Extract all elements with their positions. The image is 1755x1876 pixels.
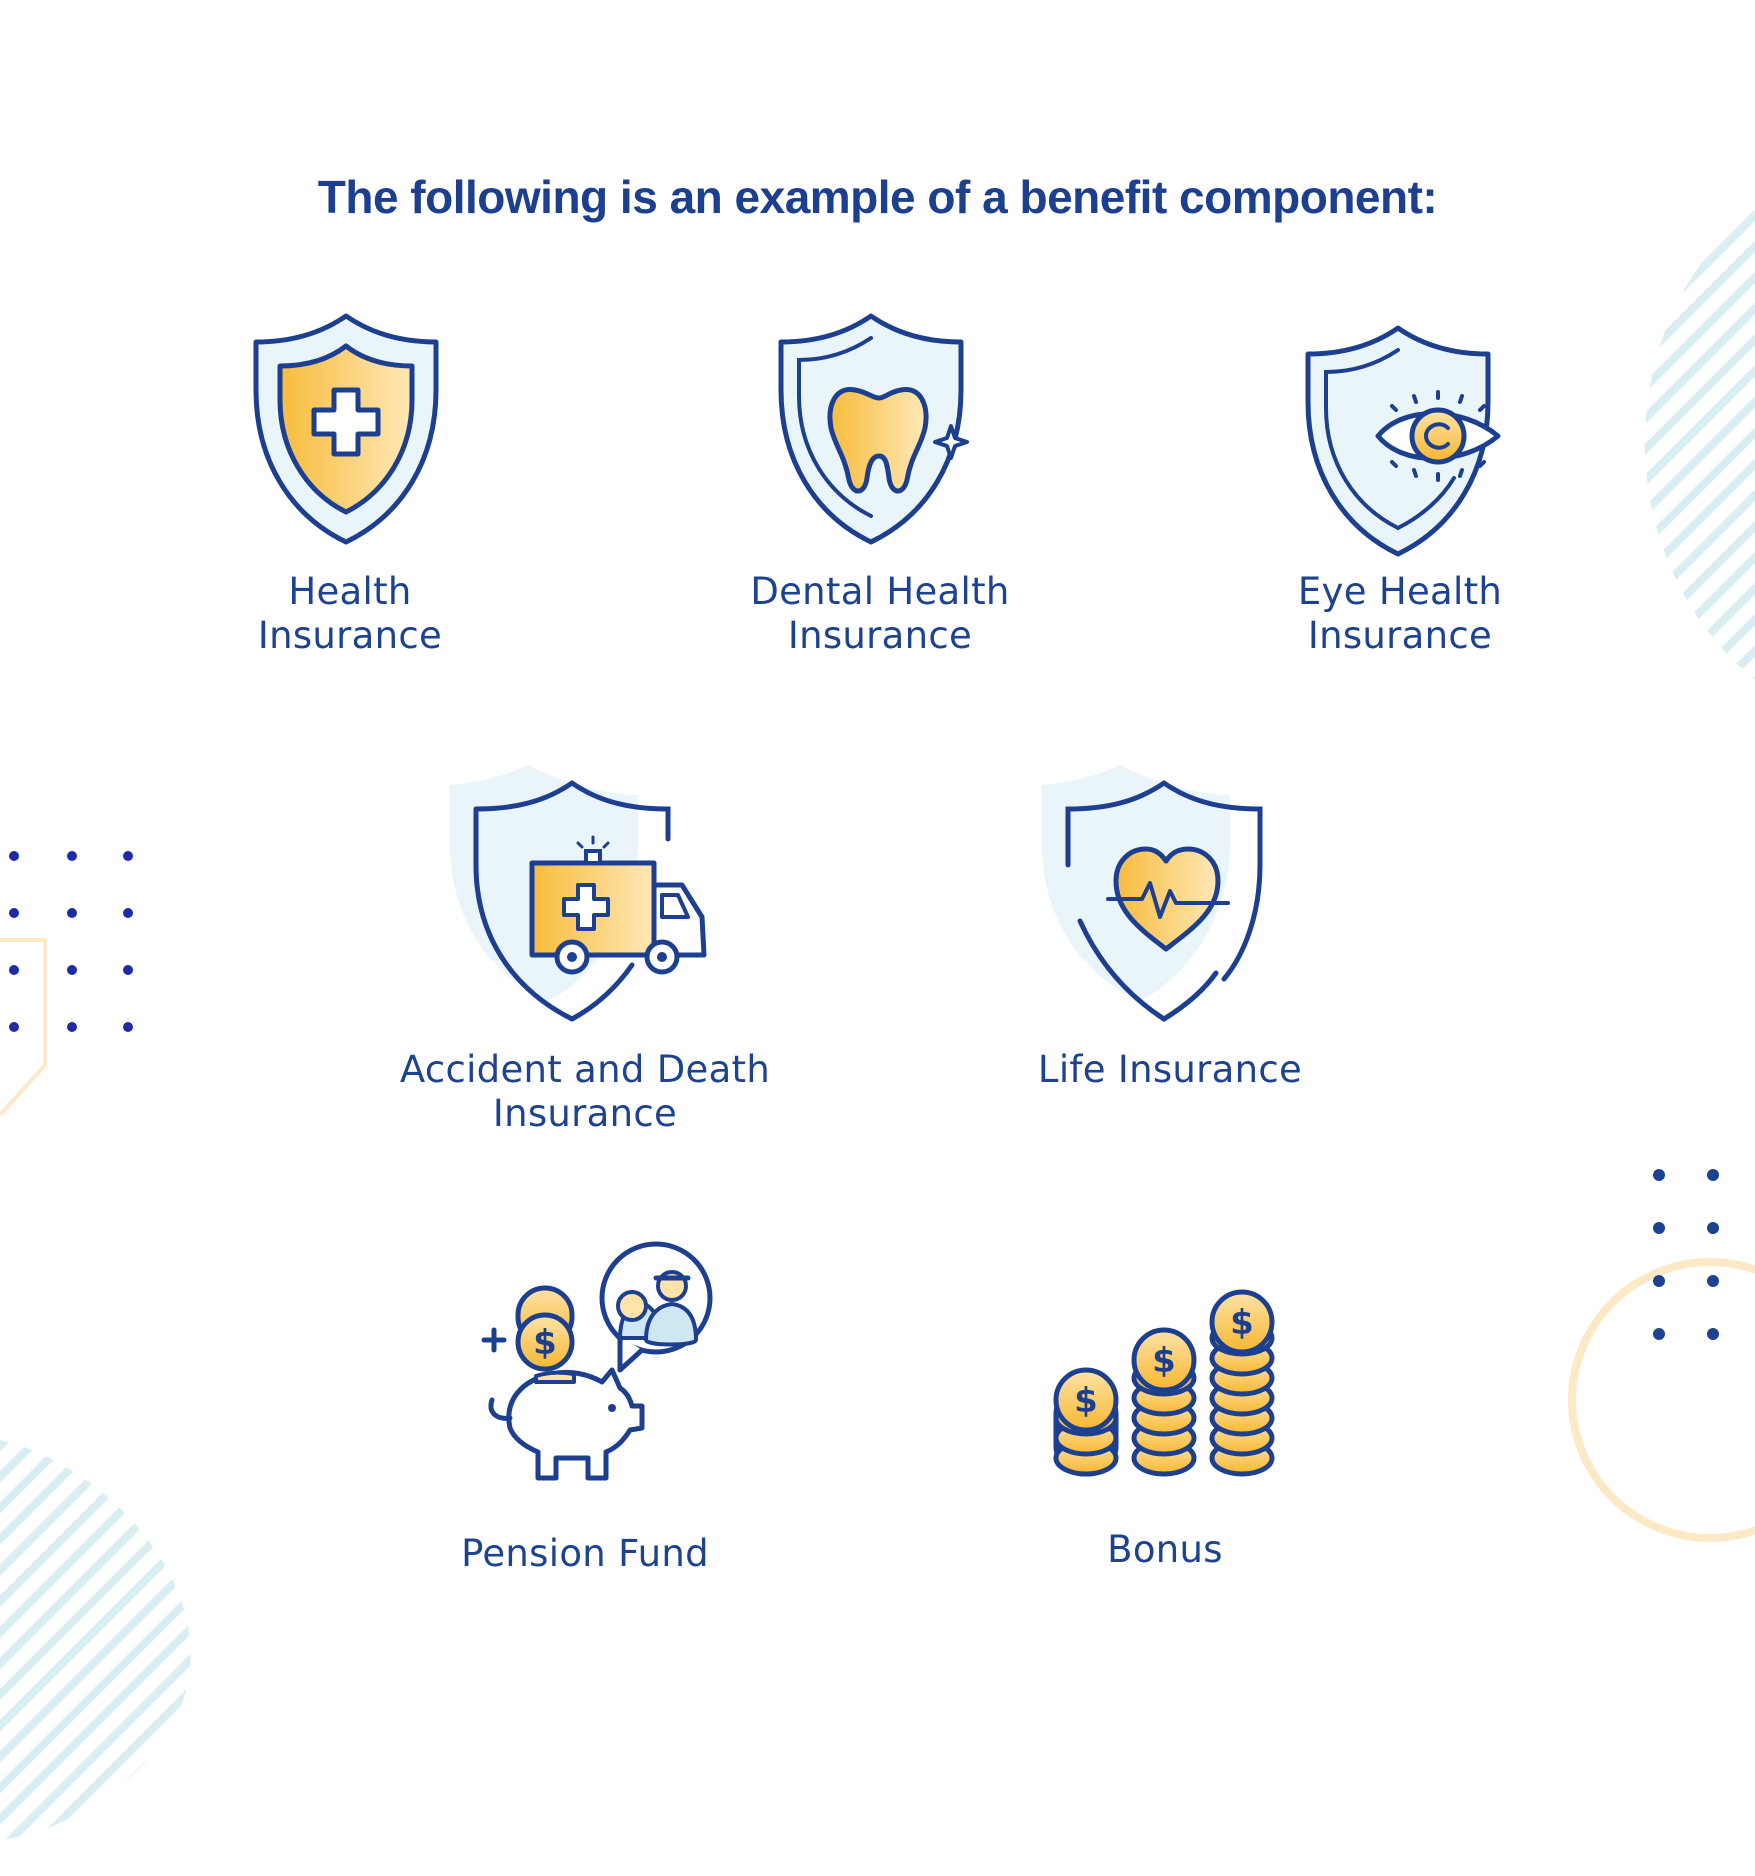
- shield-cross-icon: [253, 313, 439, 545]
- coin-stacks-icon: $ $ $: [1053, 1289, 1275, 1477]
- benefit-label: Accident and Death Insurance: [399, 1048, 771, 1135]
- stripes-decoration-bottom-left: [0, 1440, 191, 1840]
- dollar-sign-icon: $: [1074, 1381, 1098, 1421]
- shield-ambulance-icon: [450, 765, 707, 1022]
- shield-tooth-icon: [778, 313, 969, 545]
- dots-decoration-left: [0, 851, 133, 1117]
- shield-eye-icon: [1305, 325, 1501, 557]
- benefit-label: Eye Health Insurance: [1297, 570, 1503, 657]
- benefit-label: Pension Fund: [461, 1532, 709, 1575]
- benefit-label: Health Insurance: [257, 570, 443, 657]
- benefit-label: Bonus: [1107, 1528, 1223, 1571]
- stripes-decoration-top-right: [1644, 210, 1755, 680]
- dollar-sign-icon: $: [533, 1323, 557, 1363]
- dollar-sign-icon: $: [1230, 1303, 1254, 1343]
- piggy-bank-icon: $: [481, 1241, 713, 1481]
- ring-decoration-right: [1568, 1258, 1755, 1542]
- dots-decoration-right: [1653, 1169, 1719, 1340]
- benefit-label: Dental Health Insurance: [750, 570, 1010, 657]
- benefit-label: Life Insurance: [1037, 1048, 1303, 1091]
- page-title: The following is an example of a benefit…: [317, 171, 1438, 223]
- shield-heart-icon: [1042, 765, 1263, 1022]
- dollar-sign-icon: $: [1152, 1341, 1176, 1381]
